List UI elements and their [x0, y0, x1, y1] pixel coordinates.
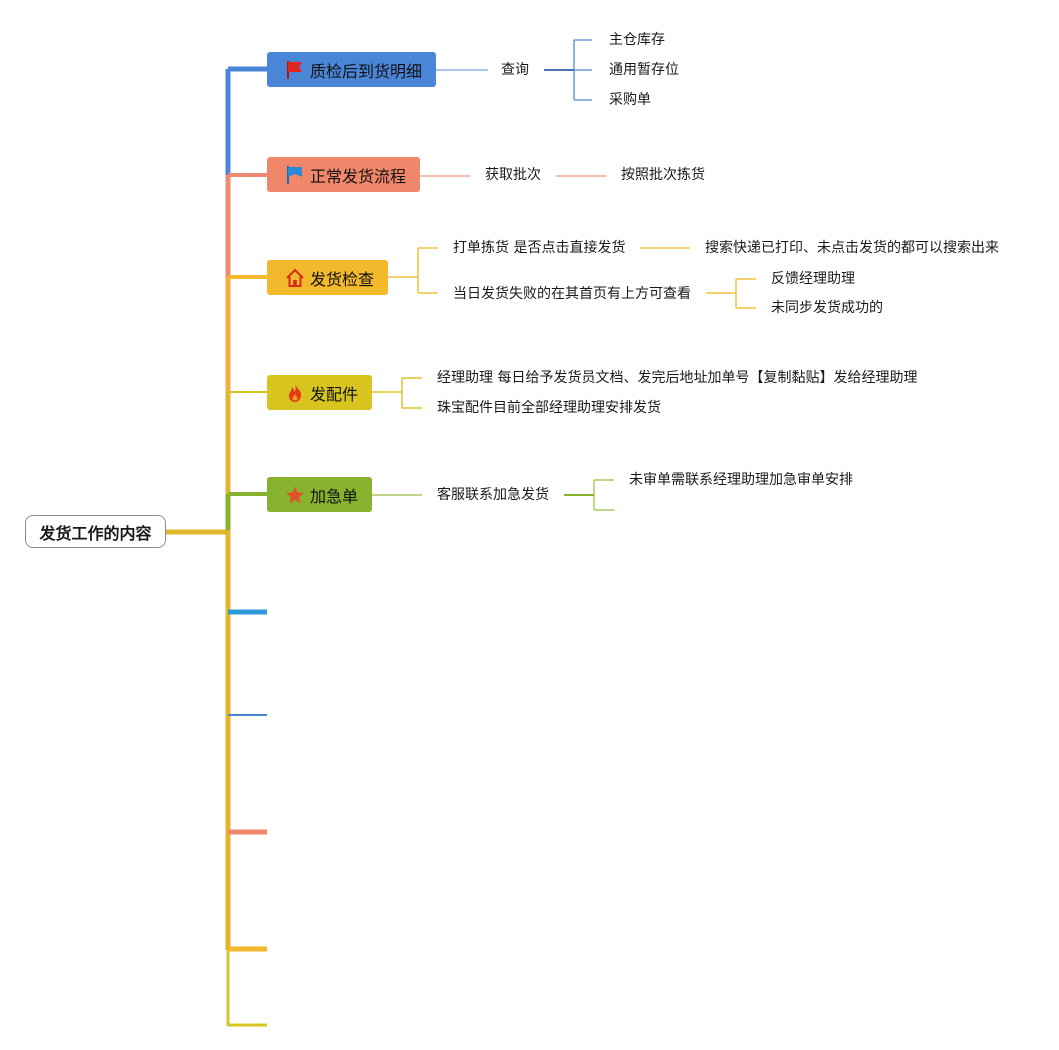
node-query[interactable]: 查询: [501, 62, 529, 78]
star-icon: [285, 485, 305, 505]
root-label: 发货工作的内容: [39, 523, 152, 543]
topic-label: 正常发货流程: [310, 166, 407, 186]
topic-label: 发配件: [310, 384, 359, 404]
node-assistant-docs[interactable]: 经理助理 每日给予发货员文档、发完后地址加单号【复制黏贴】发给经理助理: [437, 370, 918, 386]
node-print-pick[interactable]: 打单拣货 是否点击直接发货: [453, 240, 626, 256]
topic-arrival-details[interactable]: 质检后到货明细: [267, 52, 436, 87]
node-pick-by-batch[interactable]: 按照批次拣货: [621, 167, 705, 183]
red-flag-icon: [285, 60, 305, 80]
node-feedback-assistant[interactable]: 反馈经理助理: [771, 271, 855, 287]
node-unreviewed-order[interactable]: 未审单需联系经理助理加急审单安排: [629, 472, 853, 488]
blue-flag-icon: [285, 165, 305, 185]
node-get-batch[interactable]: 获取批次: [485, 167, 541, 183]
topic-label: 发货检查: [310, 269, 375, 289]
topic-label: 加急单: [310, 486, 359, 506]
node-not-synced[interactable]: 未同步发货成功的: [771, 300, 883, 316]
fire-icon: [285, 383, 305, 403]
topic-ship-parts[interactable]: 发配件: [267, 375, 372, 410]
house-icon: [285, 268, 305, 288]
topic-shipping-check[interactable]: 发货检查: [267, 260, 388, 295]
node-main-warehouse[interactable]: 主仓库存: [609, 32, 665, 48]
topic-label: 质检后到货明细: [310, 61, 423, 81]
root-topic[interactable]: 发货工作的内容: [25, 515, 166, 548]
t4-bracket: [372, 377, 422, 409]
t3-bracket: [388, 247, 438, 294]
t3-c2-bracket: [706, 278, 756, 309]
node-jewelry-parts[interactable]: 珠宝配件目前全部经理助理安排发货: [437, 400, 661, 416]
topic-normal-shipping[interactable]: 正常发货流程: [267, 157, 420, 192]
node-temp-storage[interactable]: 通用暂存位: [609, 62, 679, 78]
node-cs-urgent[interactable]: 客服联系加急发货: [437, 487, 549, 503]
node-failed-today[interactable]: 当日发货失败的在其首页有上方可查看: [453, 286, 691, 302]
topic-urgent-order[interactable]: 加急单: [267, 477, 372, 512]
node-search-printed[interactable]: 搜索快递已打印、未点击发货的都可以搜索出来: [705, 240, 999, 256]
node-purchase-order[interactable]: 采购单: [609, 92, 651, 108]
